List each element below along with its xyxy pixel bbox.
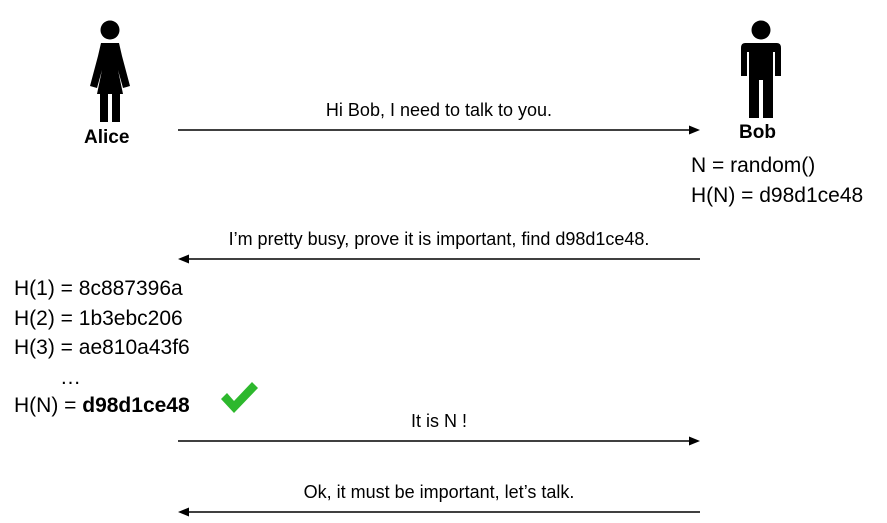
message-1-label: Hi Bob, I need to talk to you. [325,100,553,120]
alice-hash-result: H(N) = d98d1ce48 [14,391,190,421]
bob-note-random: N = random() [691,154,816,177]
female-person-icon [90,20,130,122]
alice-result-prefix: H(N) = [14,394,83,417]
message-4-label: Ok, it must be important, let’s talk. [303,482,575,502]
message-3-arrow [178,436,700,446]
message-1-arrow [178,125,700,135]
bob-label: Bob [739,122,776,143]
alice-hash-line-3: H(3) = ae810a43f6 [14,336,190,359]
alice-hash-line-1: H(1) = 8c887396a [14,277,183,300]
alice-hash-line-2: H(2) = 1b3ebc206 [14,307,183,330]
bob-note-hash: H(N) = d98d1ce48 [691,184,864,207]
message-3-label: It is N ! [410,411,467,431]
alice-ellipsis: … [60,366,81,389]
male-person-icon [741,20,781,118]
message-2-arrow [178,254,700,264]
check-icon [221,382,258,413]
alice-label: Alice [84,127,130,148]
alice-result-value: d98d1ce48 [82,394,190,417]
message-4-arrow [178,507,700,517]
message-2-label: I’m pretty busy, prove it is important, … [228,229,650,249]
